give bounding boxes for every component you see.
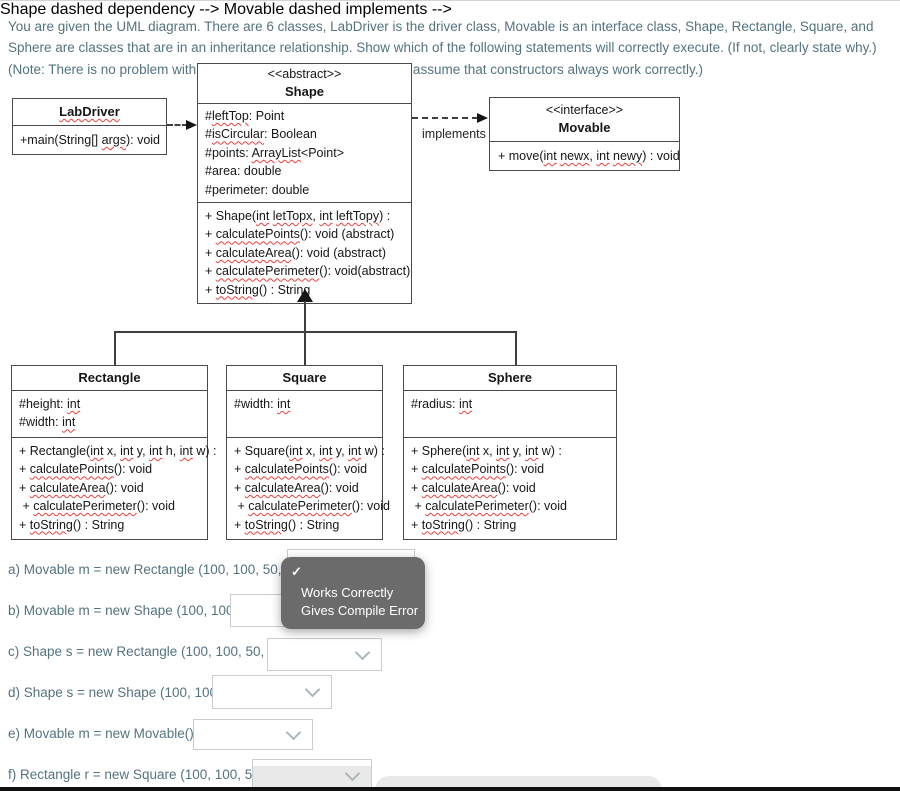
question-c-dropdown[interactable] bbox=[267, 638, 382, 671]
implements-label: implements bbox=[422, 127, 486, 141]
uml-methods: + Rectangle(int x, int y, int h, int w) … bbox=[12, 438, 217, 539]
uml-methods: + Square(int x, int y, int w) : + calcula… bbox=[227, 438, 390, 539]
bottom-bar bbox=[0, 787, 900, 791]
question-d-label: d) Shape s = new Shape (100, 100); bbox=[8, 685, 226, 700]
uml-method: + calculateArea(): void bbox=[411, 480, 536, 495]
uml-class-sphere: Sphere #radius: int + Sphere(int x, int … bbox=[403, 365, 617, 540]
dropdown-option-works-correctly[interactable]: Works Correctly bbox=[301, 585, 394, 600]
uml-attributes: #leftTop: Point #isCircular: Boolean #poin… bbox=[198, 104, 411, 204]
uml-attribute: #leftTop: Point bbox=[205, 109, 285, 123]
uml-class-name: Square bbox=[282, 370, 327, 385]
inheritance-triangle-icon bbox=[297, 289, 313, 302]
uml-diagram: LabDriver +main(String[] args): void <<a… bbox=[0, 1, 900, 540]
uml-class-rectangle: Rectangle #height: int #width: int + Rect… bbox=[11, 365, 217, 540]
uml-attributes: #width: int bbox=[227, 391, 382, 438]
dependency-line-labdriver-shape bbox=[167, 124, 188, 126]
inheritance-line-right bbox=[515, 331, 517, 365]
uml-method: + toString() : String bbox=[411, 517, 517, 532]
uml-method: + calculatePerimeter(): void bbox=[19, 499, 175, 514]
uml-method: + Square(int x, int y, int w) : bbox=[234, 444, 385, 458]
uml-class-name: LabDriver bbox=[59, 104, 120, 119]
uml-attribute: #area: double bbox=[205, 164, 282, 179]
uml-method: + calculatePerimeter(): void bbox=[411, 499, 567, 514]
uml-class-title: Rectangle bbox=[12, 366, 207, 391]
uml-method: + calculatePerimeter(): void bbox=[234, 499, 390, 514]
question-d-dropdown[interactable] bbox=[212, 675, 332, 709]
inheritance-line-horizontal bbox=[114, 331, 516, 333]
uml-method: + calculatePoints(): void bbox=[234, 462, 368, 477]
chevron-down-icon bbox=[344, 765, 361, 781]
uml-attribute: #width: int bbox=[234, 397, 291, 411]
uml-attributes: #height: int #width: int bbox=[12, 391, 207, 438]
uml-method: + Rectangle(int x, int y, int h, int w) … bbox=[19, 444, 217, 458]
uml-attribute: #perimeter: double bbox=[205, 182, 310, 197]
chevron-down-icon bbox=[354, 644, 371, 660]
uml-attribute: #height: int bbox=[19, 397, 81, 411]
uml-method: + calculateArea(): void (abstract) bbox=[205, 245, 386, 260]
uml-methods: + move(int newx, int newy) : void bbox=[490, 142, 680, 170]
uml-attributes: #radius: int bbox=[404, 391, 616, 438]
uml-attribute: #isCircular: Boolean bbox=[205, 127, 317, 142]
question-e-dropdown[interactable] bbox=[193, 719, 313, 750]
uml-attribute: #points: ArrayList<Point> bbox=[205, 145, 344, 160]
uml-class-movable: <<interface>> Movable + move(int newx, i… bbox=[489, 97, 680, 172]
inheritance-line-left bbox=[114, 331, 116, 365]
chevron-down-icon bbox=[285, 724, 302, 740]
uml-class-title: Sphere bbox=[404, 366, 616, 391]
question-c-label: c) Shape s = new Rectangle (100, 100, 50… bbox=[8, 644, 292, 659]
implements-line-shape-movable bbox=[412, 117, 478, 119]
question-f-label: f) Rectangle r = new Square (100, 100, 5… bbox=[8, 767, 269, 782]
uml-method: + calculateArea(): void bbox=[19, 480, 144, 495]
question-a-label: a) Movable m = new Rectangle (100, 100, … bbox=[8, 562, 309, 577]
implements-arrowhead-icon bbox=[477, 113, 488, 123]
uml-class-name: Movable bbox=[558, 120, 611, 135]
uml-class-name: Sphere bbox=[487, 370, 533, 385]
uml-methods: +main(String[] args): void bbox=[13, 126, 166, 154]
uml-attribute: #radius: int bbox=[411, 397, 473, 411]
uml-class-name: Shape bbox=[284, 84, 324, 99]
inheritance-line-middle bbox=[304, 301, 306, 365]
uml-method: + Shape(int letTopx, int leftTopy) : bbox=[205, 209, 391, 224]
uml-method: + calculatePoints(): void (abstract) bbox=[205, 227, 395, 242]
uml-class-title: Square bbox=[227, 366, 382, 391]
checkmark-icon: ✓ bbox=[291, 564, 302, 579]
uml-class-title: <<interface>> Movable bbox=[490, 98, 679, 142]
uml-methods: + Sphere(int x, int y, int w) : + calcula… bbox=[404, 438, 616, 539]
uml-stereotype: <<abstract>> bbox=[267, 67, 342, 81]
dropdown-option-gives-compile-error[interactable]: Gives Compile Error bbox=[301, 603, 419, 618]
uml-method: + calculatePerimeter(): void(abstract) bbox=[205, 264, 411, 279]
chevron-down-icon bbox=[304, 681, 321, 698]
uml-methods: + Shape(int letTopx, int leftTopy) : + ca… bbox=[198, 203, 411, 303]
uml-method: + toString() : String bbox=[234, 517, 340, 532]
uml-method: + calculatePoints(): void bbox=[19, 462, 153, 477]
uml-method: + calculateArea(): void bbox=[234, 480, 359, 495]
uml-method: + toString() : String bbox=[19, 517, 125, 532]
uml-attribute: #width: int bbox=[19, 415, 76, 430]
uml-method: + calculatePoints(): void bbox=[411, 462, 545, 477]
dropdown-option-blank[interactable]: ✓ bbox=[281, 563, 425, 584]
uml-method: + Sphere(int x, int y, int w) : bbox=[411, 444, 562, 458]
dropdown-menu: ✓ Works Correctly Gives Compile Error bbox=[281, 557, 425, 629]
uml-class-labdriver: LabDriver +main(String[] args): void bbox=[12, 98, 167, 156]
dependency-arrowhead-icon bbox=[186, 120, 197, 130]
question-instructions: You are given the UML diagram. There are… bbox=[8, 18, 877, 77]
uml-method: +main(String[] args): void bbox=[20, 133, 161, 147]
uml-class-shape: <<abstract>> Shape #leftTop: Point #isCir… bbox=[197, 63, 412, 305]
uml-class-square: Square #width: int + Square(int x, int y… bbox=[226, 365, 390, 540]
uml-method: + move(int newx, int newy) : void bbox=[498, 149, 680, 163]
question-b-label: b) Movable m = new Shape (100, 100); bbox=[8, 603, 242, 618]
uml-class-name: Rectangle bbox=[78, 370, 141, 385]
uml-class-title: <<abstract>> Shape bbox=[198, 64, 411, 104]
uml-class-title: LabDriver bbox=[13, 99, 166, 126]
uml-stereotype: <<interface>> bbox=[545, 103, 624, 117]
question-f-dropdown[interactable] bbox=[252, 759, 372, 791]
question-e-label: e) Movable m = new Movable(); bbox=[8, 726, 198, 741]
